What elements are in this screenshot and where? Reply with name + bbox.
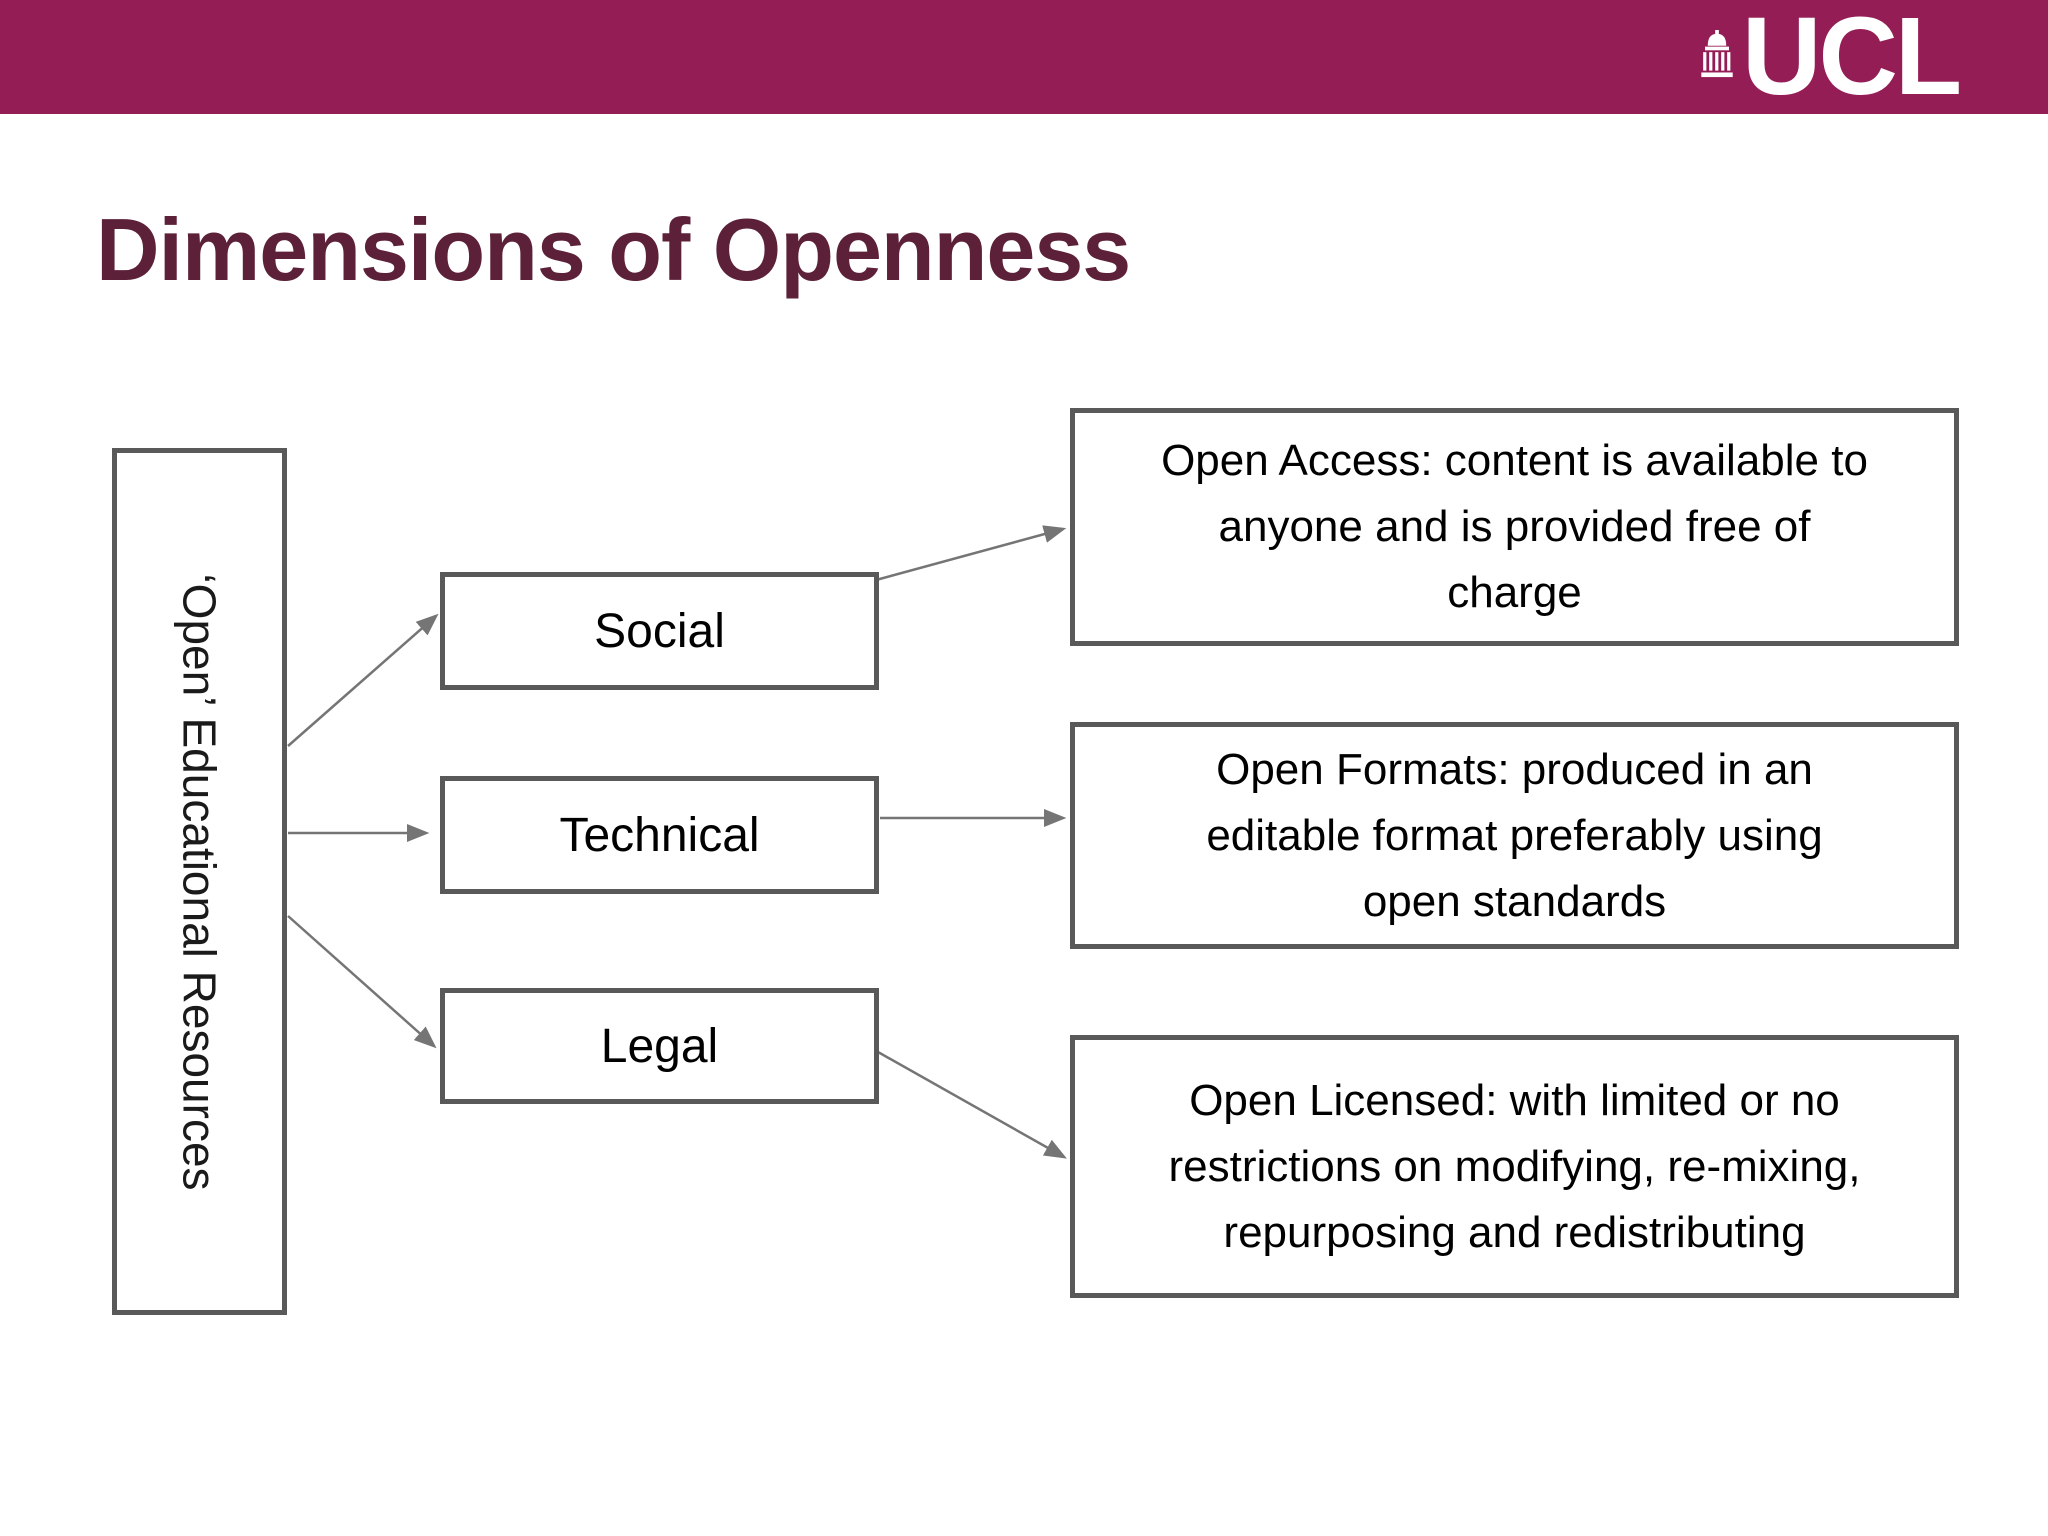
- dimension-box-legal: Legal: [440, 988, 879, 1104]
- ucl-logo: UCL: [1690, 0, 2048, 140]
- page-title: Dimensions of Openness: [96, 200, 1131, 299]
- dimension-box-technical: Technical: [440, 776, 879, 894]
- dimension-box-social: Social: [440, 572, 879, 690]
- dimension-label-social: Social: [594, 604, 725, 658]
- description-text-open-formats: Open Formats: produced in an editable fo…: [1206, 744, 1823, 926]
- description-box-open-licensed: Open Licensed: with limited or no restri…: [1070, 1035, 1959, 1298]
- description-box-open-access: Open Access: content is available to any…: [1070, 408, 1959, 646]
- dimension-label-technical: Technical: [559, 808, 760, 862]
- arrow-social-to-access: [875, 525, 1067, 582]
- description-box-open-formats: Open Formats: produced in an editable fo…: [1070, 722, 1959, 949]
- ucl-portico-dome-icon: [1701, 30, 1733, 78]
- arrow-root-to-legal: [287, 915, 437, 1049]
- arrow-root-to-social: [287, 613, 439, 747]
- description-text-open-access: Open Access: content is available to any…: [1161, 436, 1868, 617]
- root-box-open-educational-resources: ‘Open’ Educational Resources: [112, 448, 287, 1315]
- header-bar: UCL: [0, 0, 2048, 118]
- dimension-label-legal: Legal: [600, 1019, 719, 1073]
- ucl-logo-text: UCL: [1742, 0, 1962, 118]
- arrow-legal-to-licensed: [877, 1050, 1067, 1159]
- root-box-label: ‘Open’ Educational Resources: [173, 572, 226, 1191]
- description-text-open-licensed: Open Licensed: with limited or no restri…: [1168, 1075, 1861, 1257]
